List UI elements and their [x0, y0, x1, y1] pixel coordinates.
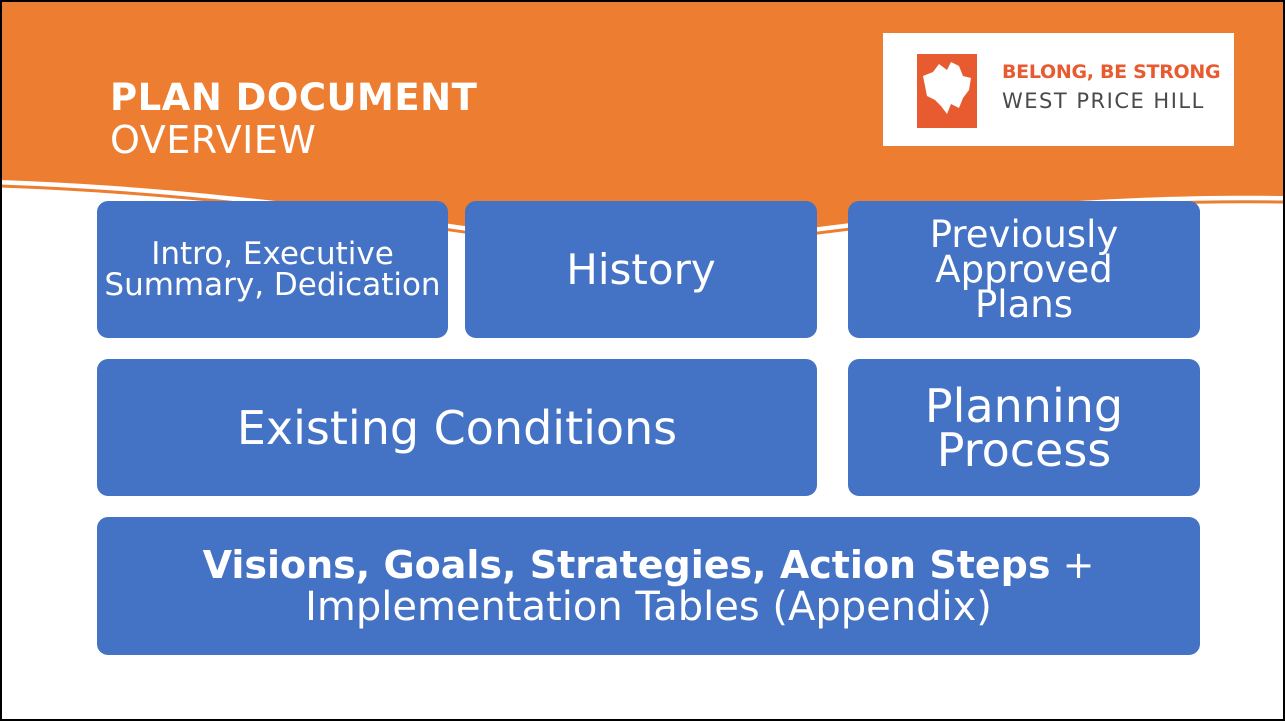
section-card-label: Planning Process [924, 378, 1124, 477]
page-title: PLAN DOCUMENT [110, 76, 478, 119]
logo-text-primary: BELONG, BE STRONG [1002, 61, 1221, 83]
section-card-label-plus: + [1062, 543, 1095, 587]
section-card-label: Previously Approved Plans [929, 213, 1119, 326]
logo: BELONG, BE STRONG WEST PRICE HILL [883, 33, 1234, 146]
section-card-label-bold: Visions, Goals, Strategies, Action Steps [202, 543, 1051, 587]
section-card-planning-process: Planning Process [848, 359, 1200, 496]
section-card-intro: Intro, Executive Summary, Dedication [97, 201, 448, 338]
section-card-previous-plans: Previously Approved Plans [848, 201, 1200, 338]
section-card-label: Existing Conditions [236, 400, 678, 455]
neighborhood-map-icon [917, 54, 977, 128]
section-card-existing-conditions: Existing Conditions [97, 359, 817, 496]
section-card-label: History [566, 245, 716, 294]
section-card-history: History [465, 201, 817, 338]
logo-text-secondary: WEST PRICE HILL [1002, 89, 1205, 113]
section-card-visions-goals: Visions, Goals, Strategies, Action Steps… [97, 517, 1200, 655]
section-card-label-secondary: Implementation Tables (Appendix) [305, 584, 992, 630]
section-card-label: Intro, Executive Summary, Dedication [104, 235, 441, 303]
section-card-heading-row: Visions, Goals, Strategies, Action Steps… [203, 544, 1095, 586]
page-subtitle: OVERVIEW [110, 118, 317, 162]
